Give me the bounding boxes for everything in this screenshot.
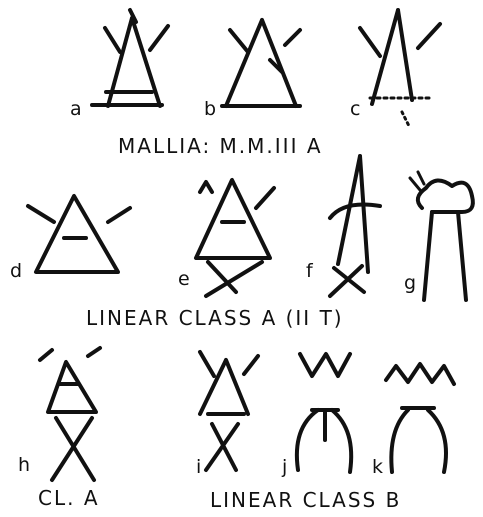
- sign-j: [297, 354, 351, 472]
- caption-class-a: CL. A: [38, 488, 100, 508]
- sign-k: [386, 364, 454, 472]
- sign-e: [196, 180, 274, 296]
- sign-g: [410, 172, 473, 300]
- sign-a: [92, 10, 168, 106]
- label-j: j: [282, 458, 287, 477]
- label-k: k: [372, 458, 383, 477]
- label-g: g: [404, 274, 416, 293]
- label-a: a: [70, 100, 82, 119]
- sign-h: [40, 348, 100, 480]
- sign-f: [330, 156, 380, 296]
- label-b: b: [204, 100, 216, 119]
- caption-linear-b: LINEAR CLASS B: [210, 490, 401, 510]
- caption-linear-a: LINEAR CLASS A (II T): [86, 308, 344, 328]
- sign-b: [222, 20, 300, 106]
- label-d: d: [10, 262, 22, 281]
- sign-c: [360, 10, 440, 128]
- label-f: f: [306, 262, 313, 281]
- label-h: h: [18, 456, 30, 475]
- label-e: e: [178, 270, 190, 289]
- label-i: i: [196, 458, 201, 477]
- caption-mallia: MALLIA: M.M.III A: [118, 136, 323, 156]
- sign-i: [200, 352, 258, 470]
- label-c: c: [350, 100, 360, 119]
- sign-d: [28, 196, 130, 272]
